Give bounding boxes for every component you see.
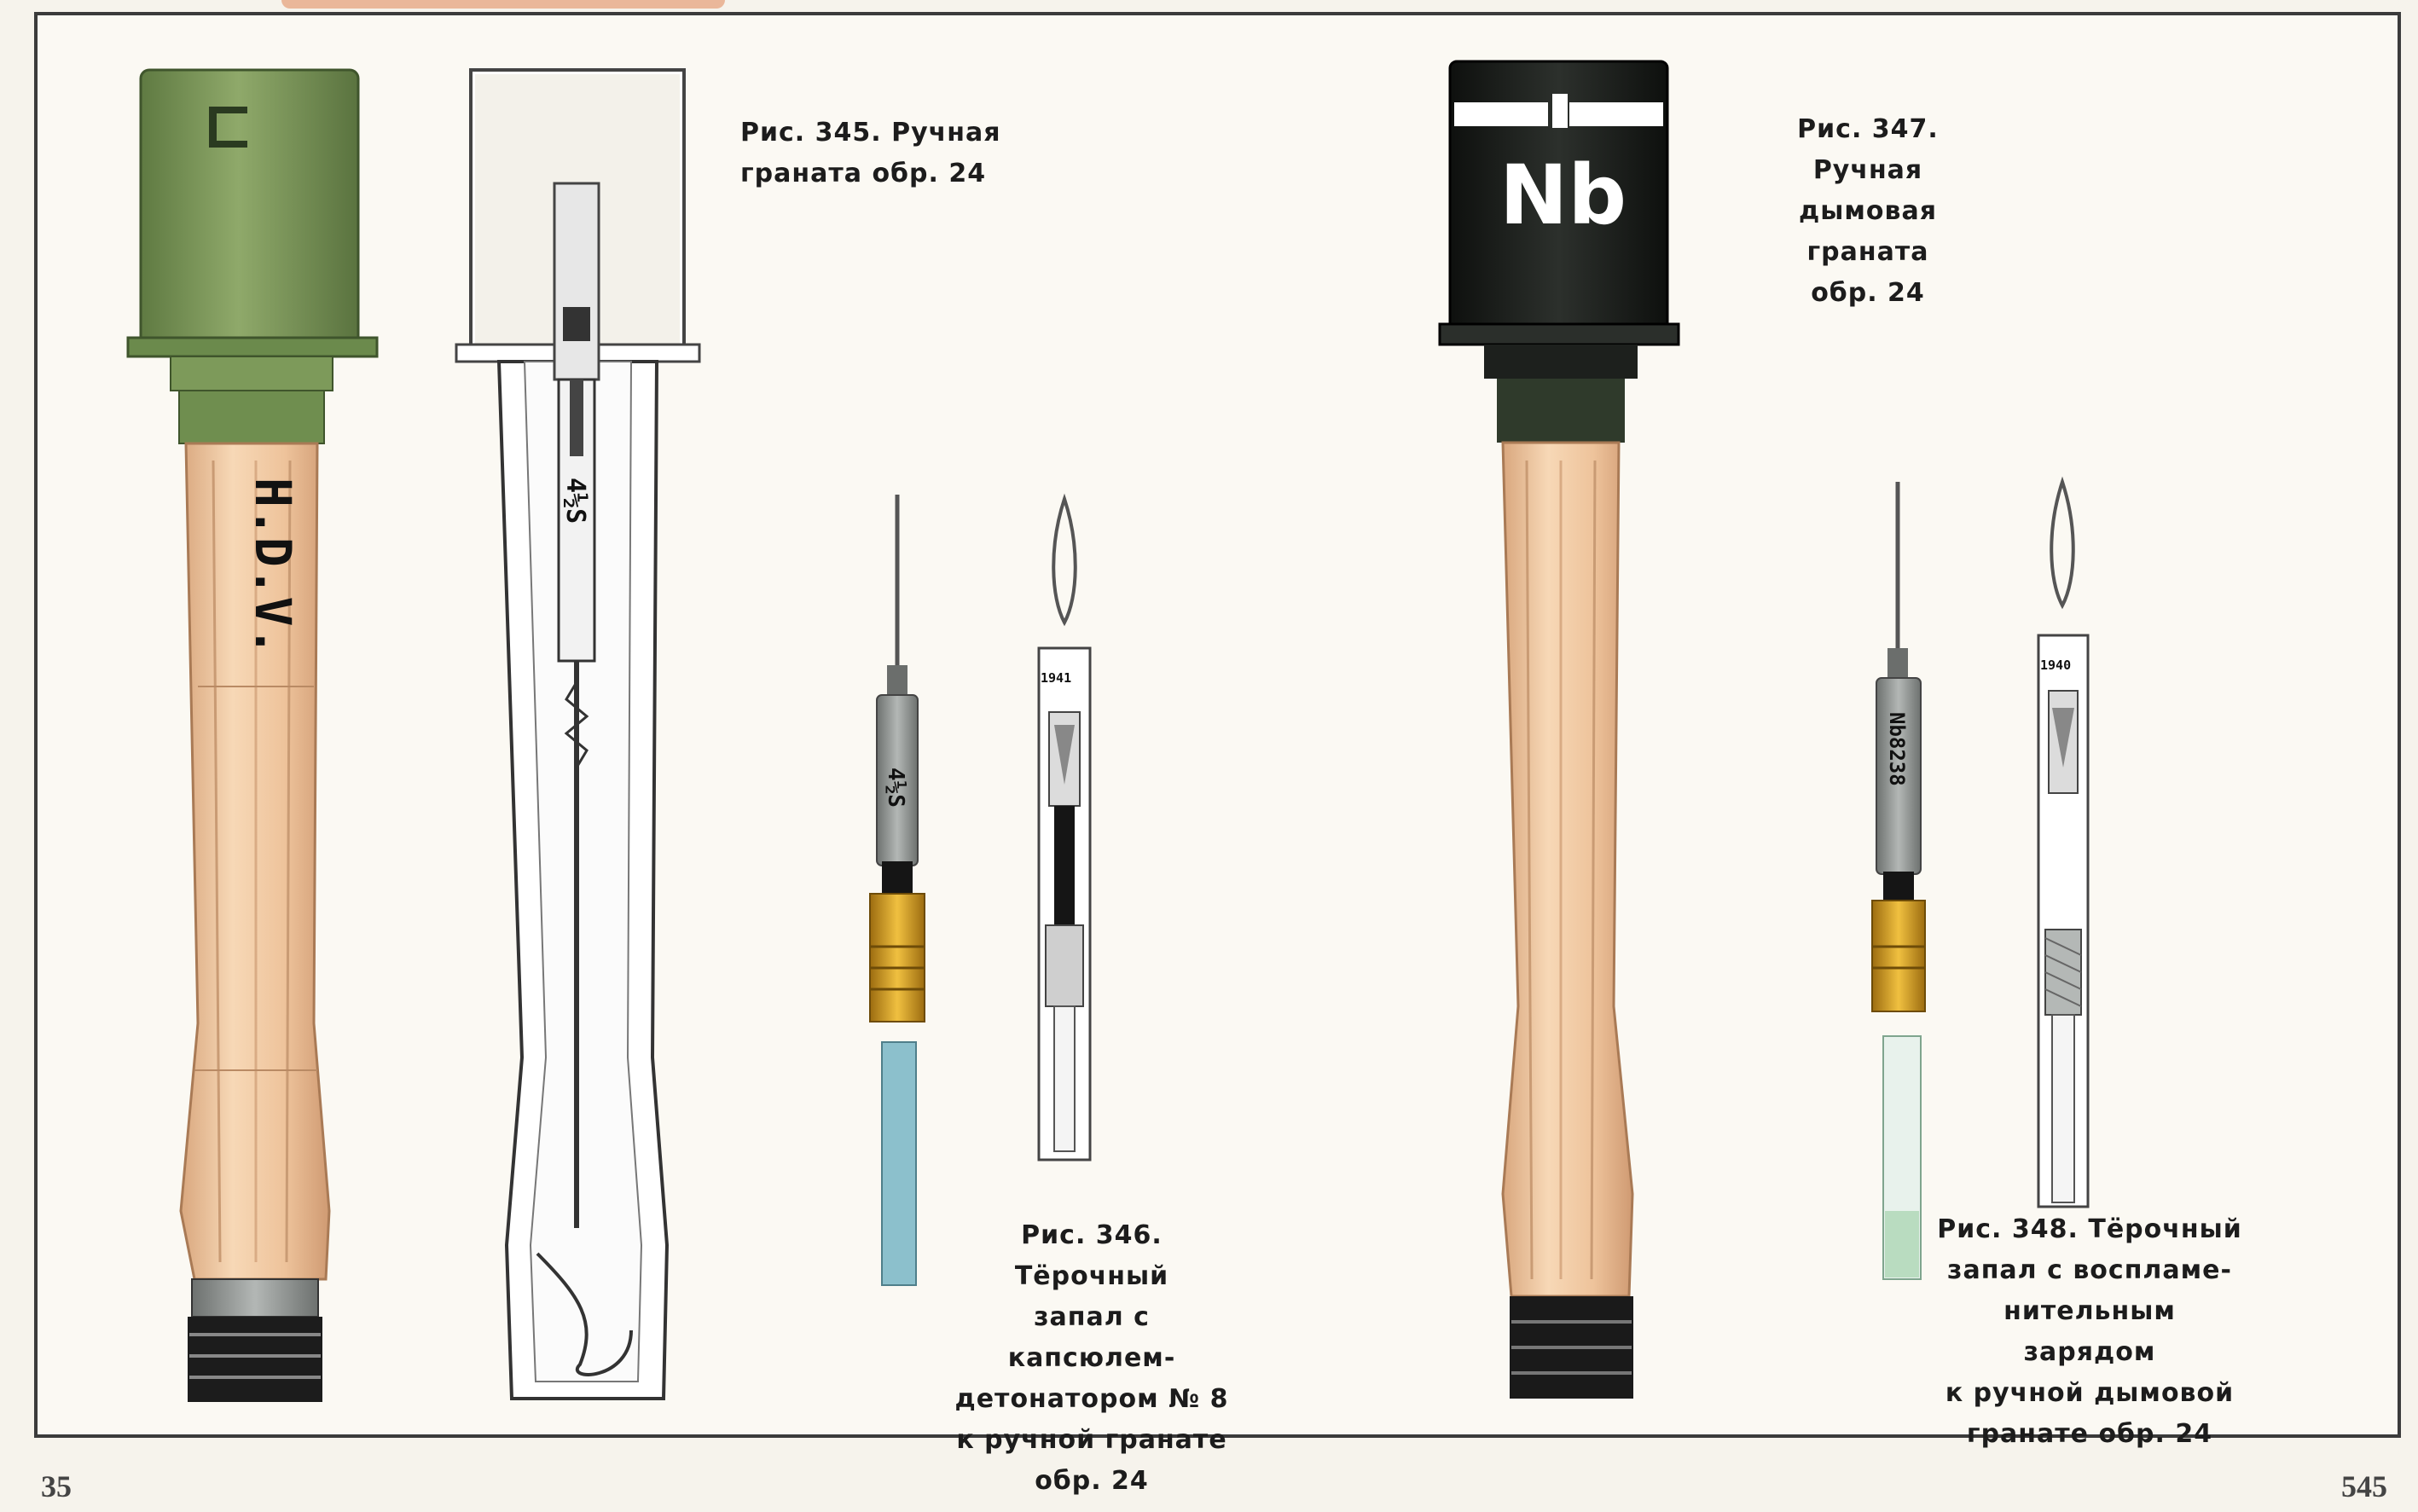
plate-frame — [34, 12, 2401, 1438]
caption-fig-348: Рис. 348. Тёрочный запал с воспламе- нит… — [1936, 1209, 2243, 1455]
caption-line: дымовая граната — [1799, 196, 1937, 267]
fuze-346-section: 1941 — [1037, 493, 1092, 1162]
fuze-346-label: 4½S — [883, 768, 908, 808]
caption-fig-346: Рис. 346. Тёрочный запал с капсюлем- дет… — [947, 1215, 1237, 1502]
caption-line: обр. 24 — [1811, 278, 1925, 308]
grenade-345-exterior: H.D.V. — [126, 68, 379, 1402]
caption-line: гранате обр. 24 — [1966, 1419, 2213, 1449]
grenade-345-handle-marking: H.D.V. — [244, 478, 302, 657]
grenade-347-exterior: Nb — [1438, 60, 1680, 1399]
caption-line: детонатором № 8 — [954, 1384, 1229, 1414]
caption-line: к ручной дымовой — [1945, 1378, 2235, 1408]
fuze-346-exterior: 4½S — [869, 495, 925, 1286]
grenade-345-section: 4½S — [455, 68, 701, 1400]
grenade-347-head-marking: Nb — [1499, 148, 1626, 243]
page-number-right: 545 — [2341, 1469, 2387, 1503]
fuze-346-year: 1941 — [1041, 670, 1071, 686]
page-number-left: 35 — [41, 1469, 72, 1503]
caption-line: Рис. 347. Ручная — [1797, 114, 1939, 185]
caption-fig-345: Рис. 345. Ручная граната обр. 24 — [740, 113, 1000, 194]
caption-fig-347: Рис. 347. Ручная дымовая граната обр. 24 — [1740, 109, 1996, 314]
caption-line: граната обр. 24 — [740, 159, 987, 188]
caption-line: к ручной гранате — [956, 1425, 1227, 1455]
caption-line: нительным зарядом — [2003, 1296, 2176, 1367]
fuze-348-exterior: Nb8238 — [1871, 482, 1926, 1280]
caption-line: Рис. 346. Тёрочный — [1014, 1220, 1169, 1291]
caption-line: обр. 24 — [1035, 1466, 1149, 1496]
caption-line: запал с капсюлем- — [1007, 1302, 1176, 1373]
grenade-345-section-fuze-marking: 4½S — [560, 478, 590, 524]
caption-line: Рис. 345. Ручная — [740, 118, 1001, 148]
fuze-348-section: 1940 — [2037, 476, 2090, 1208]
top-color-tab — [281, 0, 725, 9]
caption-line: запал с воспламе- — [1947, 1255, 2232, 1285]
fuze-348-year: 1940 — [2040, 658, 2071, 673]
caption-line: Рис. 348. Тёрочный — [1937, 1214, 2242, 1244]
fuze-348-label: Nb8238 — [1885, 712, 1909, 786]
